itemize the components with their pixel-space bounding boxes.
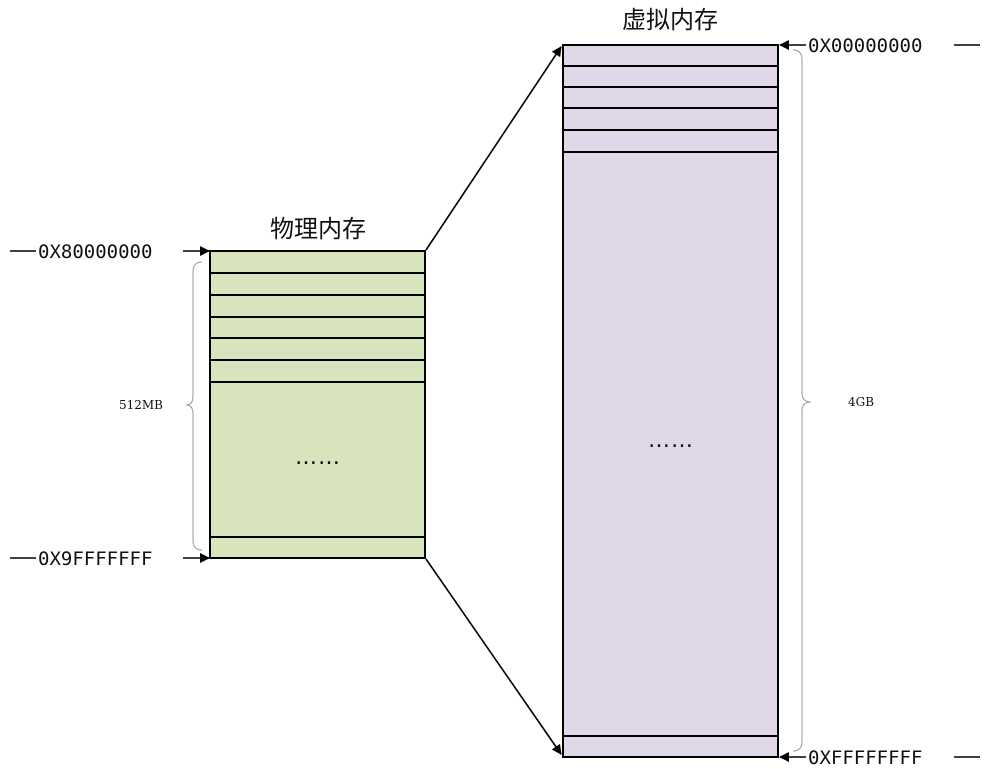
virtual-memory-ellipsis: ……	[648, 428, 694, 453]
virtual-memory-page-rows	[563, 65, 778, 737]
virtual-memory: 虚拟内存 …… 0X00000000 0XFFFFFFFF 4GB	[562, 6, 980, 769]
virtual-size-brace	[792, 49, 812, 752]
mapping-lines	[425, 46, 562, 755]
virtual-memory-title: 虚拟内存	[622, 6, 718, 34]
physical-end-address-pointer: 0X9FFFFFFF	[10, 548, 210, 570]
mapping-arrow-top	[425, 46, 562, 251]
physical-end-address: 0X9FFFFFFF	[38, 548, 152, 570]
virtual-memory-size: 4GB	[848, 395, 874, 409]
physical-start-address: 0X80000000	[38, 241, 152, 263]
virtual-start-address: 0X00000000	[808, 35, 922, 57]
physical-memory-title: 物理内存	[270, 215, 366, 243]
physical-memory-page-rows	[210, 272, 425, 538]
physical-memory: 物理内存 …… 0X80000000 0X9FFFFFFF 512MB	[10, 215, 426, 570]
virtual-memory-block	[562, 44, 779, 758]
virtual-start-address-pointer: 0X00000000	[779, 35, 980, 57]
physical-start-address-pointer: 0X80000000	[10, 241, 210, 263]
physical-memory-size: 512MB	[119, 398, 163, 412]
virtual-end-address-pointer: 0XFFFFFFFF	[779, 747, 980, 769]
virtual-end-address: 0XFFFFFFFF	[808, 747, 922, 769]
physical-memory-block	[209, 250, 426, 559]
physical-size-brace	[185, 261, 203, 551]
mapping-arrow-bottom	[425, 558, 562, 755]
physical-memory-ellipsis: ……	[295, 445, 341, 470]
